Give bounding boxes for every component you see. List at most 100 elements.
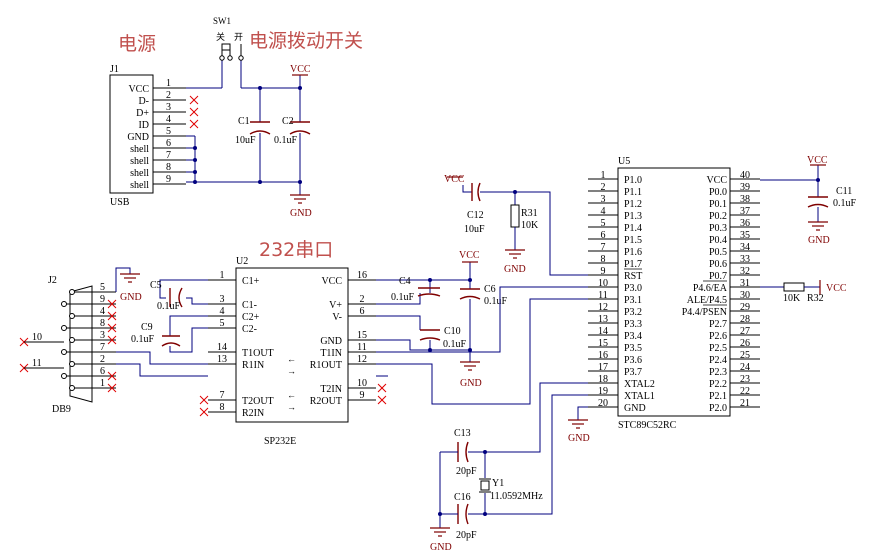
capacitor-c1: C1 10uF (235, 116, 271, 146)
vcc-symbol-power: VCC (290, 64, 311, 76)
u5-pin-number: 32 (740, 266, 750, 277)
u5-pin-number: 33 (740, 254, 750, 265)
u5-pin-number: 31 (740, 278, 750, 289)
svg-text:VCC: VCC (807, 155, 828, 166)
u2-name: SP232E (264, 436, 296, 447)
u5-pin-name: RST (624, 271, 642, 282)
db9-pin-number: 2 (100, 354, 105, 365)
svg-text:10K: 10K (521, 220, 539, 231)
svg-text:C13: C13 (454, 428, 471, 439)
j1-pin-number: 9 (166, 174, 171, 185)
u5-pin-name: P2.4 (709, 355, 727, 366)
db9-pin-contact (61, 325, 67, 331)
u5-pin-name: P3.7 (624, 367, 642, 378)
u2-ref: U2 (236, 256, 248, 267)
u5-pin-name: P3.3 (624, 319, 642, 330)
u5-pin-number: 35 (740, 230, 750, 241)
svg-text:10: 10 (32, 332, 42, 343)
u5-pin-number: 16 (598, 350, 608, 361)
uart-wiring (376, 286, 588, 405)
u5-pin-name: P1.3 (624, 211, 642, 222)
j1-ref: J1 (110, 64, 119, 75)
svg-text:C16: C16 (454, 492, 471, 503)
u5-pin-number: 13 (598, 314, 608, 325)
svg-text:11.0592MHz: 11.0592MHz (490, 491, 543, 502)
no-connect-mark (189, 107, 199, 117)
u5-pin-name: P2.0 (709, 403, 727, 414)
j1-pin-name: ID (138, 120, 149, 131)
u2-pin-number: 13 (217, 354, 227, 365)
svg-text:VCC: VCC (826, 283, 847, 294)
no-connect-mark (107, 311, 117, 321)
j1-pin-name: D- (138, 96, 149, 107)
j1-pin-number: 3 (166, 102, 171, 113)
u5-pin-name: P3.1 (624, 295, 642, 306)
reset-circuit: VCC C12 10uF R31 10K GND (444, 174, 588, 276)
db9-pin-number: 6 (100, 366, 105, 377)
db9-pin-number: 5 (100, 282, 105, 293)
u5-pin-number: 9 (601, 266, 606, 277)
u5-pin-name: P1.5 (624, 235, 642, 246)
no-connect-mark (107, 383, 117, 393)
svg-text:GND: GND (290, 208, 312, 219)
j1-pin-name: VCC (128, 84, 149, 95)
svg-text:10uF: 10uF (235, 135, 256, 146)
svg-text:20pF: 20pF (456, 530, 477, 541)
u5-pin-name: P2.7 (709, 319, 727, 330)
j1-pin-name: D+ (136, 108, 149, 119)
u5-pin-name: XTAL2 (624, 379, 655, 390)
u5-pin-name: P1.4 (624, 223, 642, 234)
u5-pin-number: 6 (601, 230, 606, 241)
u5-name: STC89C52RC (618, 420, 677, 431)
u5-pin-number: 29 (740, 302, 750, 313)
u2-pin-name: VCC (321, 276, 342, 287)
u5-pin-name: P0.5 (709, 247, 727, 258)
j1-pin-name: shell (130, 180, 149, 191)
u5-pin-name: P0.4 (709, 235, 727, 246)
u5-pin-number: 38 (740, 194, 750, 205)
u2-pin-number: 11 (357, 342, 367, 353)
u2-pin-number: 7 (220, 390, 225, 401)
u5-pin-number: 34 (740, 242, 750, 253)
u5-pin-number: 14 (598, 326, 608, 337)
u2-pin-name: T1IN (320, 348, 342, 359)
u5-pin-name: P4.6/EA (693, 283, 728, 294)
svg-text:0.1uF: 0.1uF (443, 339, 467, 350)
u5-pin-name: P4.4/PSEN (682, 307, 727, 318)
u5-pin-number: 23 (740, 374, 750, 385)
u5-pin-name: P2.6 (709, 331, 727, 342)
db9-pin-contact (69, 361, 75, 367)
svg-text:→: → (287, 366, 296, 376)
u2-pin-name: V+ (329, 300, 342, 311)
svg-text:20pF: 20pF (456, 466, 477, 477)
u5-pin-name: P3.0 (624, 283, 642, 294)
u5-pin-name: P2.5 (709, 343, 727, 354)
svg-text:GND: GND (430, 542, 452, 553)
j2-name: DB9 (52, 404, 71, 415)
db9-pin-contact (69, 313, 75, 319)
db9-pin-contact (69, 289, 75, 295)
u2-pin-number: 3 (220, 294, 225, 305)
u2-pin-number: 12 (357, 354, 367, 365)
u5-pin-number: 30 (740, 290, 750, 301)
u2-pin-name: T2OUT (242, 396, 274, 407)
u5-pin-name: P3.4 (624, 331, 642, 342)
u5-pin-number: 37 (740, 206, 750, 217)
capacitor-c9: C9 0.1uF (131, 315, 208, 353)
svg-text:10K: 10K (783, 293, 801, 304)
capacitor-c6: C6 0.1uF (459, 284, 508, 307)
no-connect-mark (189, 95, 199, 105)
rs232-transceiver-u2: U2 SP232E 1C1+3C1-4C2+5C2-14T1OUT13R1IN7… (199, 256, 387, 447)
u5-pin-number: 8 (601, 254, 606, 265)
capacitor-c10: C10 0.1uF (419, 326, 467, 350)
u2-pin-name: R1IN (242, 360, 264, 371)
no-connect-mark (189, 119, 199, 129)
db9-pin-number: 7 (100, 342, 105, 353)
u5-pin-number: 28 (740, 314, 750, 325)
svg-text:R32: R32 (807, 293, 824, 304)
u2-pin-number: 15 (357, 330, 367, 341)
svg-text:0.1uF: 0.1uF (391, 292, 415, 303)
db9-pin-contact (61, 373, 67, 379)
svg-text:VCC: VCC (459, 250, 480, 261)
